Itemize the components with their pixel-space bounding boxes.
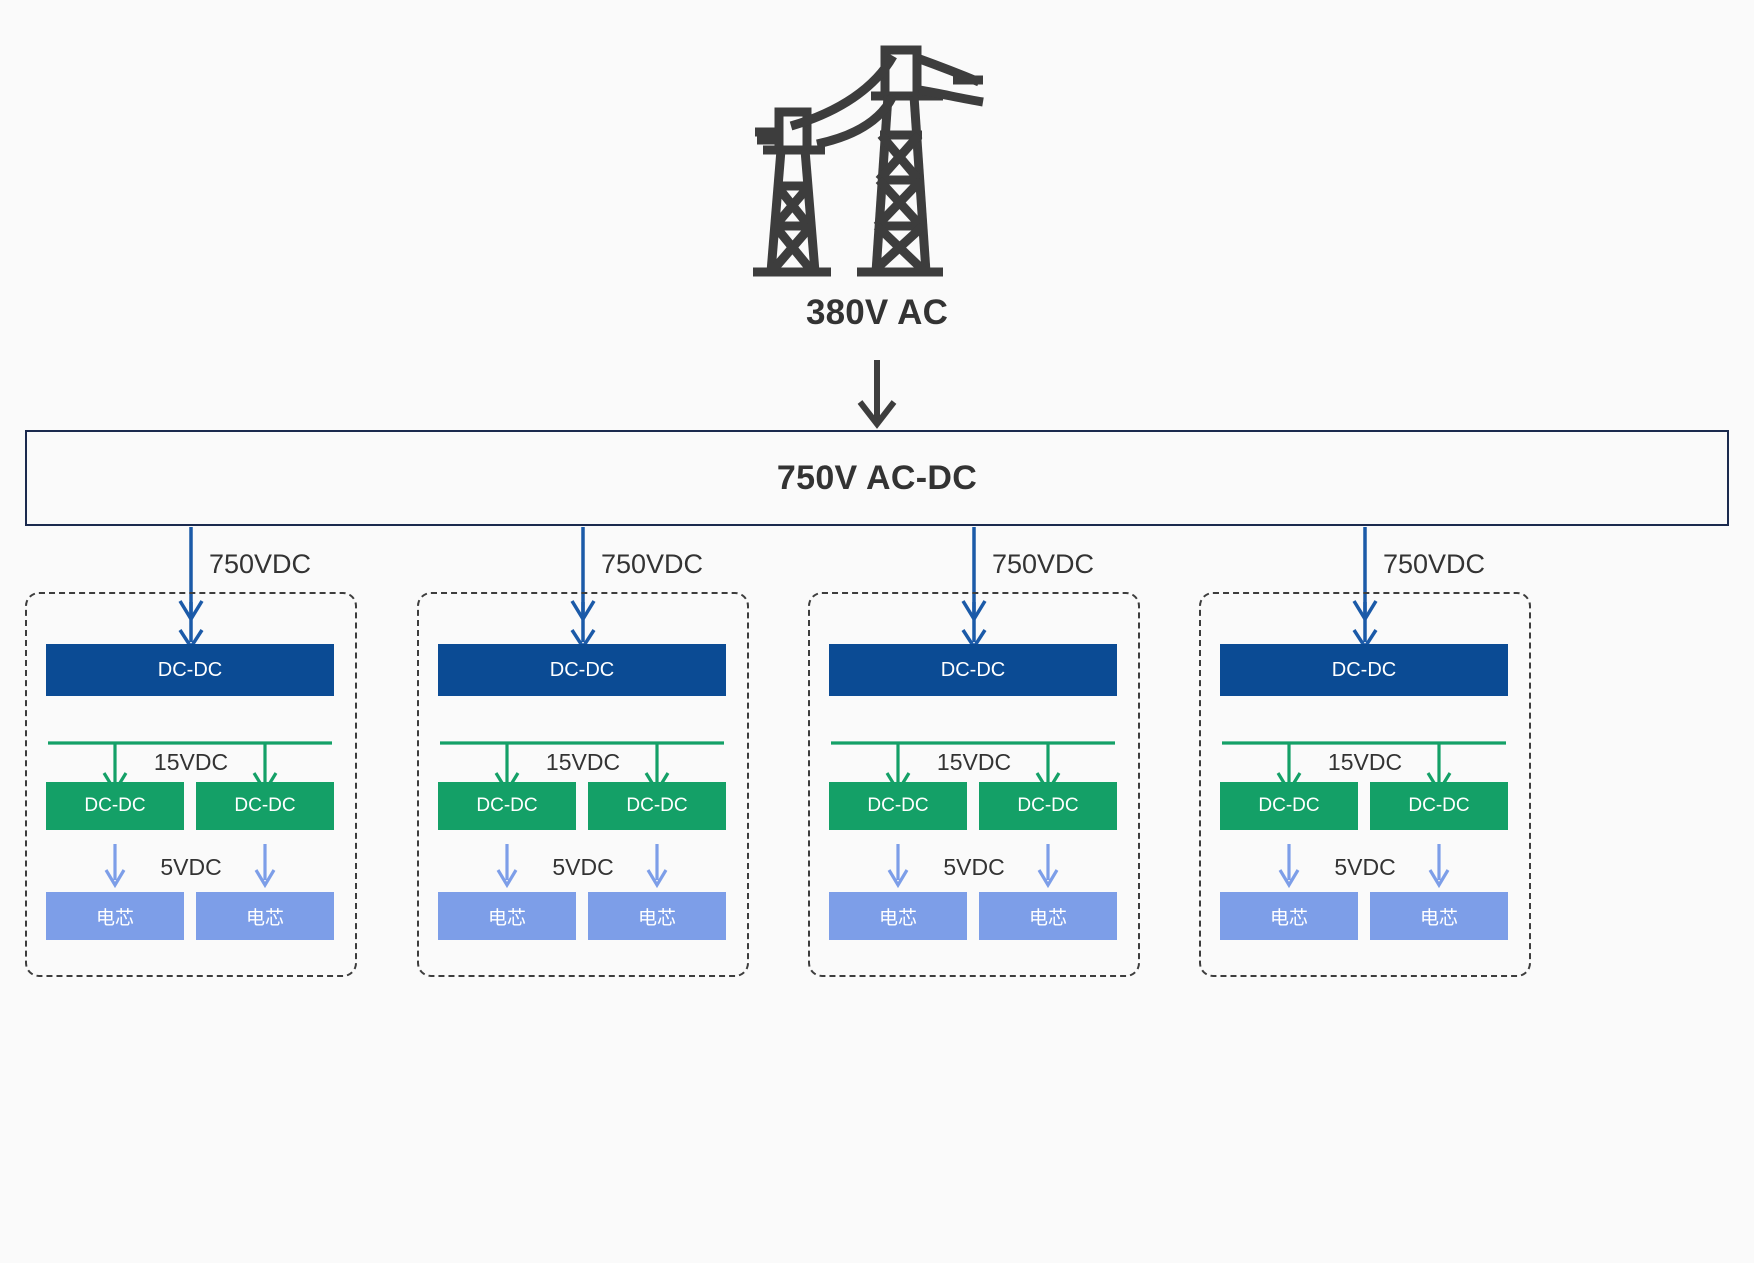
battery-cell-block: 电芯: [196, 892, 334, 940]
battery-cell-row: 电芯电芯: [829, 892, 1117, 940]
transmission-tower-icon: [753, 45, 984, 277]
dcdc-primary-block: DC-DC: [829, 644, 1117, 696]
battery-cell-block: 电芯: [46, 892, 184, 940]
acdc-converter-bar: 750V AC-DC: [25, 430, 1729, 526]
bus-5vdc-icon: [496, 844, 668, 889]
bus-5vdc-icon: [104, 844, 276, 889]
battery-cell-block: 电芯: [979, 892, 1117, 940]
battery-cell-block: 电芯: [1220, 892, 1358, 940]
dcdc-secondary-block: DC-DC: [979, 782, 1117, 830]
bus-5vdc-label: 5VDC: [552, 854, 614, 880]
source-voltage-label: 380V AC: [805, 293, 949, 332]
dcdc-secondary-block: DC-DC: [1370, 782, 1508, 830]
bus-5vdc-label: 5VDC: [1334, 854, 1396, 880]
battery-cell-row: 电芯电芯: [1220, 892, 1508, 940]
dcdc-primary-block: DC-DC: [46, 644, 334, 696]
dcdc-secondary-block: DC-DC: [588, 782, 726, 830]
group-input-arrow-icon: [961, 602, 987, 650]
bus-15vdc-label: 15VDC: [936, 749, 1012, 775]
feeder-voltage-label: 750VDC: [209, 549, 312, 579]
bus-5vdc-icon: [1278, 844, 1450, 889]
feeder-voltage-label: 750VDC: [1383, 549, 1486, 579]
group-input-arrow-icon: [570, 602, 596, 650]
battery-cell-row: 电芯电芯: [46, 892, 334, 940]
bus-15vdc-label: 15VDC: [545, 749, 621, 775]
dcdc-primary-block: DC-DC: [438, 644, 726, 696]
group-input-arrow-icon: [178, 602, 204, 650]
dcdc-primary-block: DC-DC: [1220, 644, 1508, 696]
bus-5vdc-label: 5VDC: [943, 854, 1005, 880]
battery-cell-block: 电芯: [1370, 892, 1508, 940]
feeder-voltage-label: 750VDC: [992, 549, 1095, 579]
power-source-block: 380V AC: [0, 40, 1754, 333]
acdc-label: 750V AC-DC: [776, 458, 978, 497]
main-arrow-down-icon: [857, 360, 897, 429]
group-input-arrow-icon: [1352, 602, 1378, 650]
dcdc-secondary-block: DC-DC: [46, 782, 184, 830]
dcdc-secondary-block: DC-DC: [196, 782, 334, 830]
dcdc-secondary-block: DC-DC: [438, 782, 576, 830]
bus-15vdc-label: 15VDC: [1327, 749, 1403, 775]
feeder-voltage-label: 750VDC: [601, 549, 704, 579]
battery-cell-block: 电芯: [438, 892, 576, 940]
battery-cell-block: 电芯: [588, 892, 726, 940]
battery-cell-block: 电芯: [829, 892, 967, 940]
dcdc-secondary-block: DC-DC: [1220, 782, 1358, 830]
bus-5vdc-label: 5VDC: [160, 854, 222, 880]
dcdc-secondary-block: DC-DC: [829, 782, 967, 830]
bus-15vdc-label: 15VDC: [153, 749, 229, 775]
battery-cell-row: 电芯电芯: [438, 892, 726, 940]
bus-5vdc-icon: [887, 844, 1059, 889]
